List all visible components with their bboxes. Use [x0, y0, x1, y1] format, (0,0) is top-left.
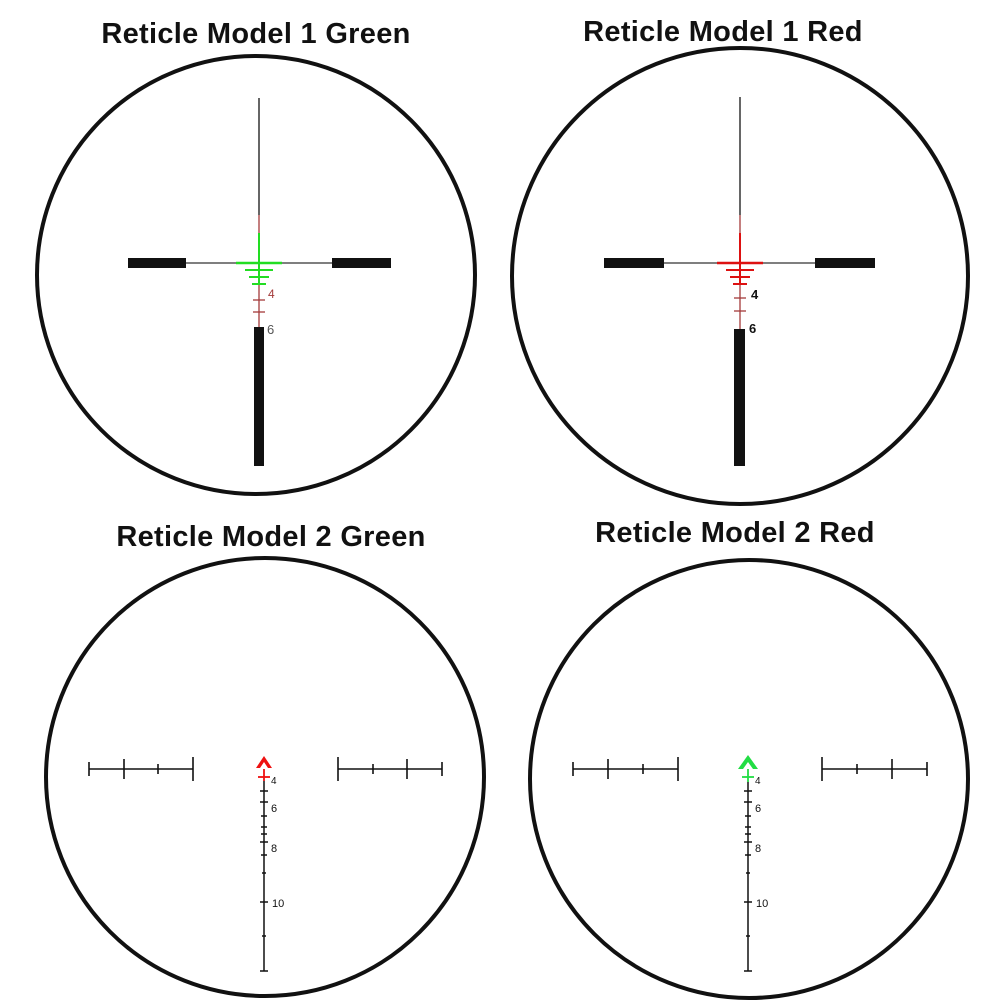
label-4: 4: [751, 287, 759, 302]
chevron-icon: [256, 756, 272, 768]
label-6: 6: [271, 803, 277, 815]
bottom-post: [254, 327, 264, 466]
label-4: 4: [271, 776, 277, 787]
reticle-model-1-green: 4 6: [35, 54, 477, 496]
panel-title-model-2-red: Reticle Model 2 Red: [595, 517, 875, 549]
scope-ring: [510, 46, 970, 506]
label-6: 6: [267, 322, 274, 337]
label-6: 6: [749, 321, 756, 336]
left-post: [128, 258, 186, 268]
label-8: 8: [271, 843, 277, 855]
chevron-icon: [738, 755, 758, 769]
right-post: [815, 258, 875, 268]
label-6: 6: [755, 803, 761, 815]
panel-title-model-2-green: Reticle Model 2 Green: [116, 521, 426, 553]
left-post: [604, 258, 664, 268]
reticle-model-2-green: 4 6 8 10: [44, 556, 486, 998]
label-10: 10: [756, 898, 768, 910]
right-post: [332, 258, 391, 268]
panel-title-model-1-green: Reticle Model 1 Green: [101, 18, 411, 50]
scope-ring: [44, 556, 486, 998]
label-4: 4: [755, 776, 761, 787]
reticle-model-2-red: 4 6 8 10: [528, 558, 970, 1000]
reticle-model-1-red: 4 6: [510, 46, 970, 506]
scope-ring: [528, 558, 970, 1000]
scope-ring: [35, 54, 477, 496]
bottom-post: [734, 329, 745, 466]
label-10: 10: [272, 898, 284, 910]
panel-title-model-1-red: Reticle Model 1 Red: [583, 16, 863, 48]
label-8: 8: [755, 843, 761, 855]
label-4: 4: [268, 287, 275, 301]
